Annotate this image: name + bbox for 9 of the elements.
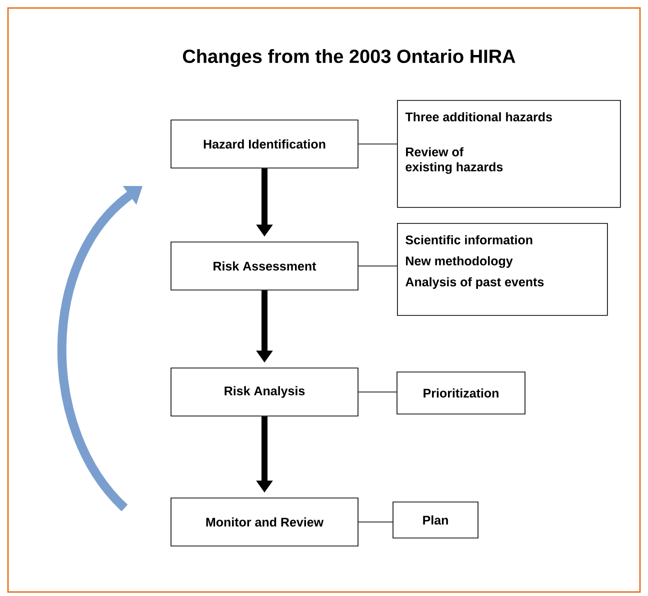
note-box: Plan <box>392 502 478 538</box>
process-box: Monitor and Review <box>170 498 358 546</box>
process-box: Hazard Identification <box>170 120 358 168</box>
note-box: Three additional hazards Review of existing hazards <box>397 100 621 208</box>
note-box: Scientific information New methodology Analysis of past events <box>397 223 608 316</box>
process-box: Risk Assessment <box>170 242 358 290</box>
process-box: Risk Analysis <box>170 368 358 416</box>
title: Changes from the 2003 Ontario HIRA <box>182 49 516 67</box>
note-box: Prioritization <box>396 372 526 414</box>
